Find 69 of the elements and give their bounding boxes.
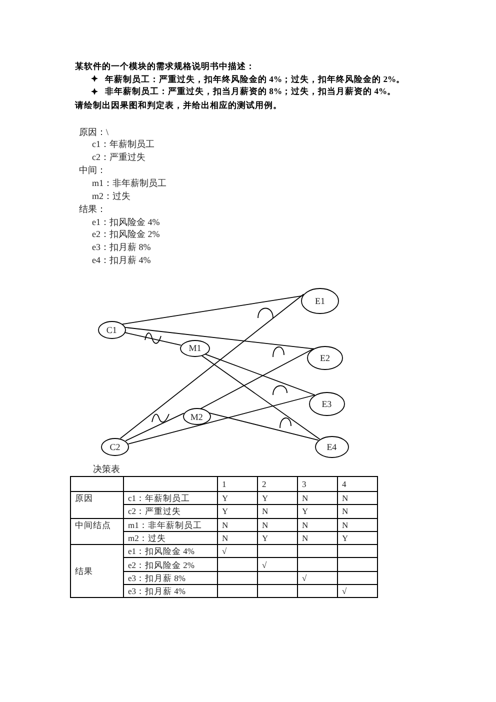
connector-line <box>124 326 314 350</box>
section-label: 结果： <box>79 202 106 214</box>
definition-item: c1：年薪制员工 <box>92 138 154 150</box>
list-item: 年薪制员工：严重过失，扣年终风险金的 4%；过失，扣年终风险金的 2%。 <box>105 72 406 84</box>
ellipse-node: M2 <box>182 408 211 426</box>
table-cell: √ <box>298 571 338 585</box>
table-cell: N <box>298 518 338 532</box>
row-header: 中间结点 <box>70 518 124 545</box>
table-cell: N <box>218 518 258 532</box>
table-cell: N <box>338 492 378 505</box>
table-cell: N <box>298 531 338 545</box>
table-cell: N <box>298 492 338 505</box>
table-cell: Y <box>338 531 378 545</box>
heading-text: 某软件的一个模块的需求规格说明书中描述： <box>75 60 255 72</box>
connector-line <box>122 295 303 325</box>
connector-line <box>208 412 319 441</box>
row-label: e2：扣风险金 2% <box>124 558 218 572</box>
table-cell: Y <box>298 504 338 518</box>
definition-item: c2：严重过失 <box>92 150 146 163</box>
row-label: c1：年薪制员工 <box>124 492 218 505</box>
ellipse-node: E2 <box>307 346 343 370</box>
column-header: 2 <box>258 476 298 492</box>
definition-item: m2：过失 <box>92 190 131 202</box>
row-label: e3：扣月薪 4% <box>124 584 218 598</box>
ellipse-node: M1 <box>180 340 210 356</box>
row-label: m2：过失 <box>124 531 218 545</box>
connector-line <box>200 348 314 410</box>
table-cell: N <box>338 518 378 532</box>
list-item: 非年薪制员工：严重过失，扣当月薪资的 8%；过失，扣当月薪资的 4%。 <box>105 85 396 97</box>
table-cell: Y <box>218 492 258 505</box>
section-label: 中间： <box>79 164 106 176</box>
instruction-text: 请绘制出因果图和判定表，并给出相应的测试用例。 <box>75 98 282 110</box>
row-header: 结果 <box>70 544 124 598</box>
row-label: e3：扣月薪 8% <box>124 571 218 585</box>
table-cell: N <box>258 518 298 532</box>
connector-line <box>128 394 316 444</box>
connector-line <box>204 354 316 396</box>
table-cell: √ <box>218 544 258 558</box>
definition-item: e2：扣风险金 2% <box>92 228 160 240</box>
definition-item: e4：扣月薪 4% <box>92 254 151 266</box>
connector-line <box>125 412 184 442</box>
ellipse-node: C1 <box>98 321 126 339</box>
connector-line <box>120 294 304 439</box>
table-cell: N <box>338 504 378 518</box>
connector-line <box>201 355 320 440</box>
ellipse-node: E4 <box>314 436 349 458</box>
table-cell: N <box>218 531 258 545</box>
section-label: 原因：\ <box>79 126 109 138</box>
table-cell: Y <box>258 531 298 545</box>
row-label: m1：非年薪制员工 <box>124 518 218 532</box>
ellipse-node: C2 <box>101 438 129 456</box>
table-caption: 决策表 <box>93 463 120 475</box>
table-cell: N <box>258 504 298 518</box>
column-header: 4 <box>338 476 378 492</box>
table-cell: Y <box>218 504 258 518</box>
table-cell: Y <box>258 492 298 505</box>
definition-item: e3：扣月薪 8% <box>92 241 151 254</box>
connector-line <box>124 332 182 346</box>
table-cell: √ <box>258 558 298 572</box>
row-label: e1：扣风险金 4% <box>124 544 218 558</box>
row-header: 原因 <box>70 492 124 518</box>
ellipse-node: E1 <box>301 288 339 314</box>
column-header: 1 <box>218 476 258 492</box>
definition-item: e1：扣风险金 4% <box>92 216 160 228</box>
table-cell: √ <box>338 584 378 598</box>
definition-item: m1：非年薪制员工 <box>92 176 167 188</box>
row-label: c2：严重过失 <box>124 504 218 518</box>
column-header: 3 <box>298 476 338 492</box>
ellipse-node: E3 <box>308 392 345 416</box>
